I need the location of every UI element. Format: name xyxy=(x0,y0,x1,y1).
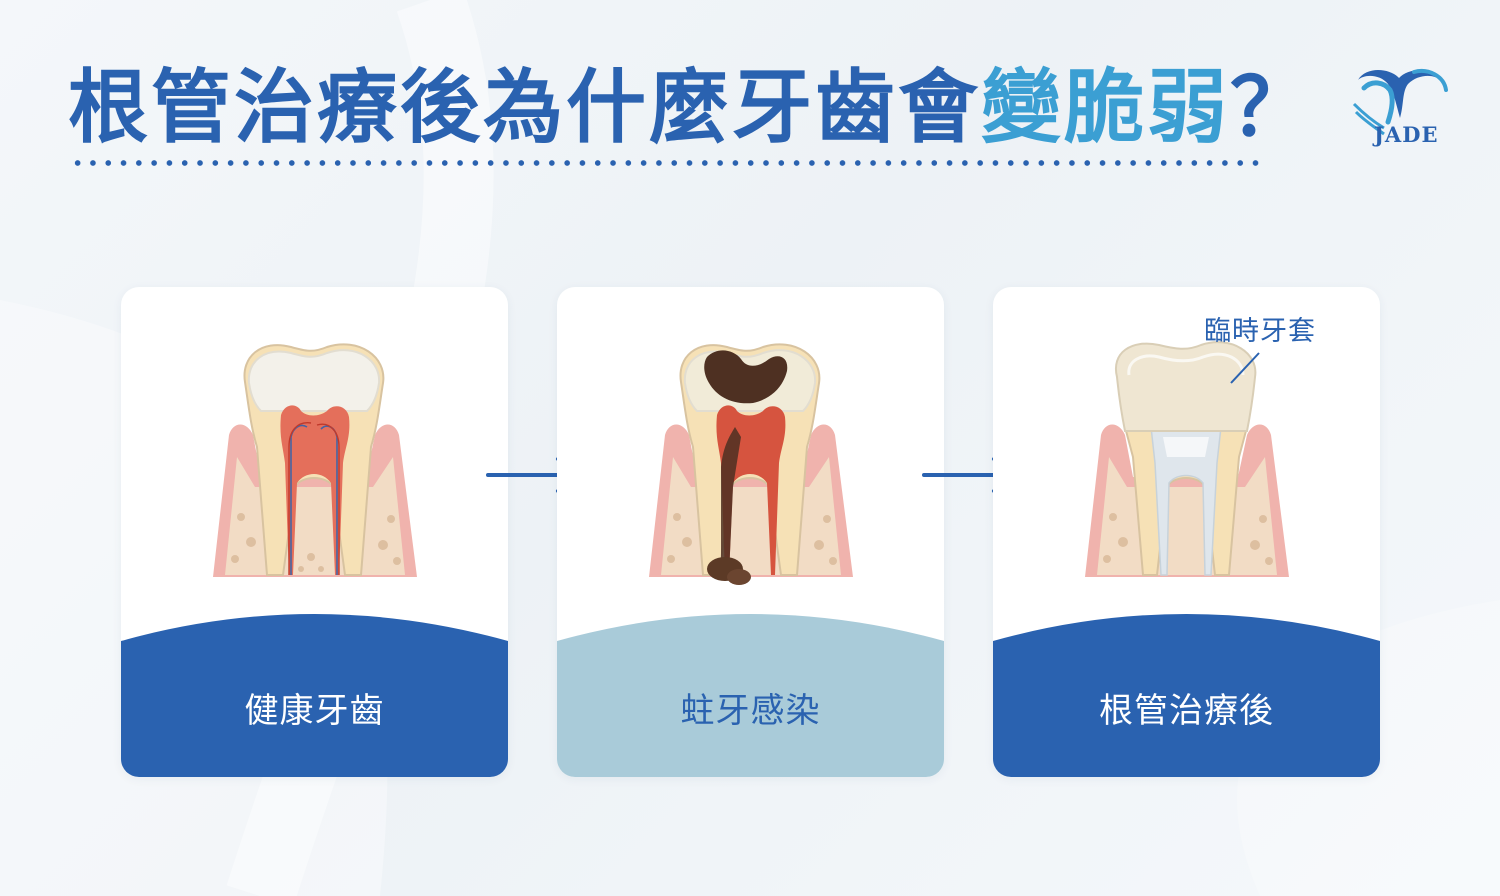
root-canal-tooth-illustration xyxy=(1085,341,1289,577)
logo-text: JADE xyxy=(1374,122,1439,147)
label-band xyxy=(993,614,1380,777)
stage-card-decay: 蛀牙感染 xyxy=(557,287,944,777)
decayed-tooth-illustration xyxy=(649,343,853,585)
stage-label: 根管治療後 xyxy=(1099,691,1274,731)
stage-card-healthy: 健康牙齒 xyxy=(121,287,508,777)
label-band xyxy=(121,614,508,777)
healthy-tooth-illustration xyxy=(213,343,417,577)
stage-label: 蛀牙感染 xyxy=(680,691,821,731)
title-accent: 變脆弱 xyxy=(981,61,1230,154)
title-main: 根管治療後為什麼牙齒會 xyxy=(68,61,981,154)
temporary-crown-annotation: 臨時牙套 xyxy=(1204,316,1316,347)
title-question-mark: ？ xyxy=(1230,61,1313,154)
dotted-divider xyxy=(70,158,1262,168)
page-title: 根管治療後為什麼牙齒會變脆弱？ xyxy=(68,58,1313,158)
stage-card-after-root-canal: 臨時牙套 根管治療後 xyxy=(993,287,1380,777)
stage-label: 健康牙齒 xyxy=(244,691,385,731)
jade-logo-icon xyxy=(1352,69,1448,136)
label-band xyxy=(557,614,944,777)
